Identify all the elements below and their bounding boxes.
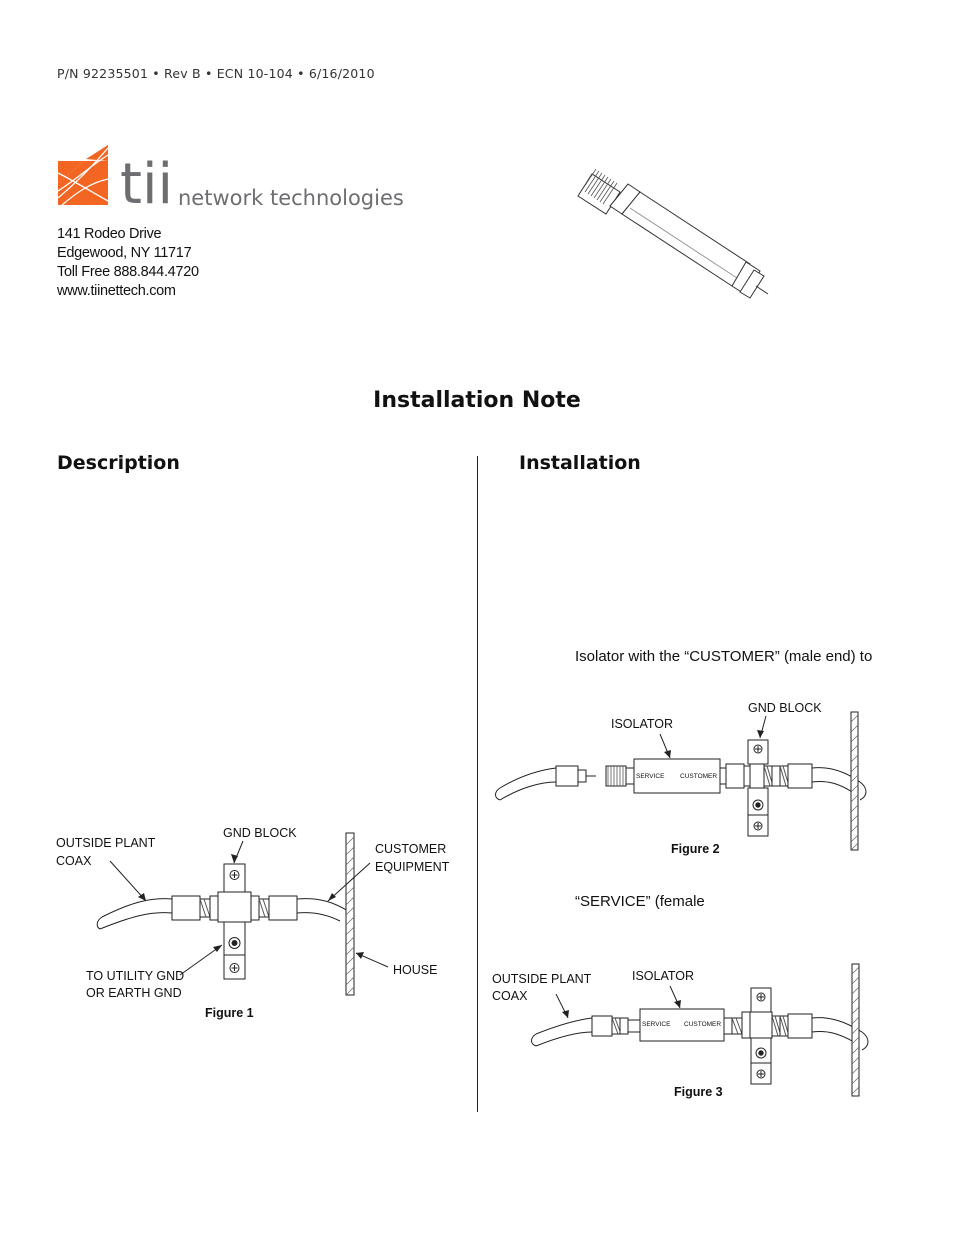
logo-wordmark: tii: [120, 152, 173, 213]
company-address: 141 Rodeo Drive Edgewood, NY 11717 Toll …: [57, 225, 199, 301]
fig1-label-house: HOUSE: [393, 963, 437, 977]
fig2-label-gnd-block: GND BLOCK: [748, 701, 822, 715]
fig3-label-outside-plant: OUTSIDE PLANT: [492, 972, 592, 986]
installation-heading: Installation: [519, 452, 641, 474]
logo-mark-icon: [57, 145, 109, 206]
column-divider: [477, 456, 478, 1112]
fig2-iso-service: SERVICE: [636, 773, 665, 780]
fig1-label-earth-gnd: OR EARTH GND: [86, 986, 182, 1000]
fig3-iso-service: SERVICE: [642, 1021, 671, 1028]
fig2-label-isolator: ISOLATOR: [611, 717, 673, 731]
figure-1: OUTSIDE PLANT COAX GND BLOCK CUSTOMER EQ…: [56, 826, 450, 1020]
fig1-label-customer: CUSTOMER: [375, 842, 446, 856]
fig3-iso-customer: CUSTOMER: [684, 1021, 721, 1028]
address-street: 141 Rodeo Drive: [57, 226, 162, 242]
page-title: Installation Note: [373, 388, 581, 413]
company-logo: tii network technologies: [57, 145, 404, 213]
figure-3: SERVICE CUSTOMER OUTSIDE PLANT COAX ISOL…: [492, 963, 869, 1099]
fig1-label-utility-gnd: TO UTILITY GND: [86, 969, 184, 983]
fig1-label-equipment: EQUIPMENT: [375, 860, 450, 874]
fig1-label-outside-plant: OUTSIDE PLANT: [56, 836, 156, 850]
figure-1-caption: Figure 1: [205, 1006, 254, 1020]
part-number-line: P/N 92235501 • Rev B • ECN 10-104 • 6/16…: [57, 66, 375, 81]
address-phone: Toll Free 888.844.4720: [57, 264, 199, 280]
fig3-label-coax: COAX: [492, 989, 528, 1003]
figure-2: SERVICE CUSTOMER ISOLATOR GND BLOCK Figu…: [495, 701, 867, 856]
fig1-label-coax: COAX: [56, 854, 92, 868]
figure-2-caption: Figure 2: [671, 842, 720, 856]
fig3-label-isolator: ISOLATOR: [632, 969, 694, 983]
logo-tagline: network technologies: [178, 186, 404, 210]
address-website: www.tiinettech.com: [57, 283, 176, 299]
fig1-label-gnd-block: GND BLOCK: [223, 826, 297, 840]
description-heading: Description: [57, 452, 180, 474]
isolator-product-image: [577, 168, 769, 299]
installation-text-2: “SERVICE” (female: [575, 893, 705, 910]
figure-3-caption: Figure 3: [674, 1085, 723, 1099]
address-city: Edgewood, NY 11717: [57, 245, 192, 261]
fig2-iso-customer: CUSTOMER: [680, 773, 717, 780]
installation-text-1: Isolator with the “CUSTOMER” (male end) …: [575, 648, 873, 665]
